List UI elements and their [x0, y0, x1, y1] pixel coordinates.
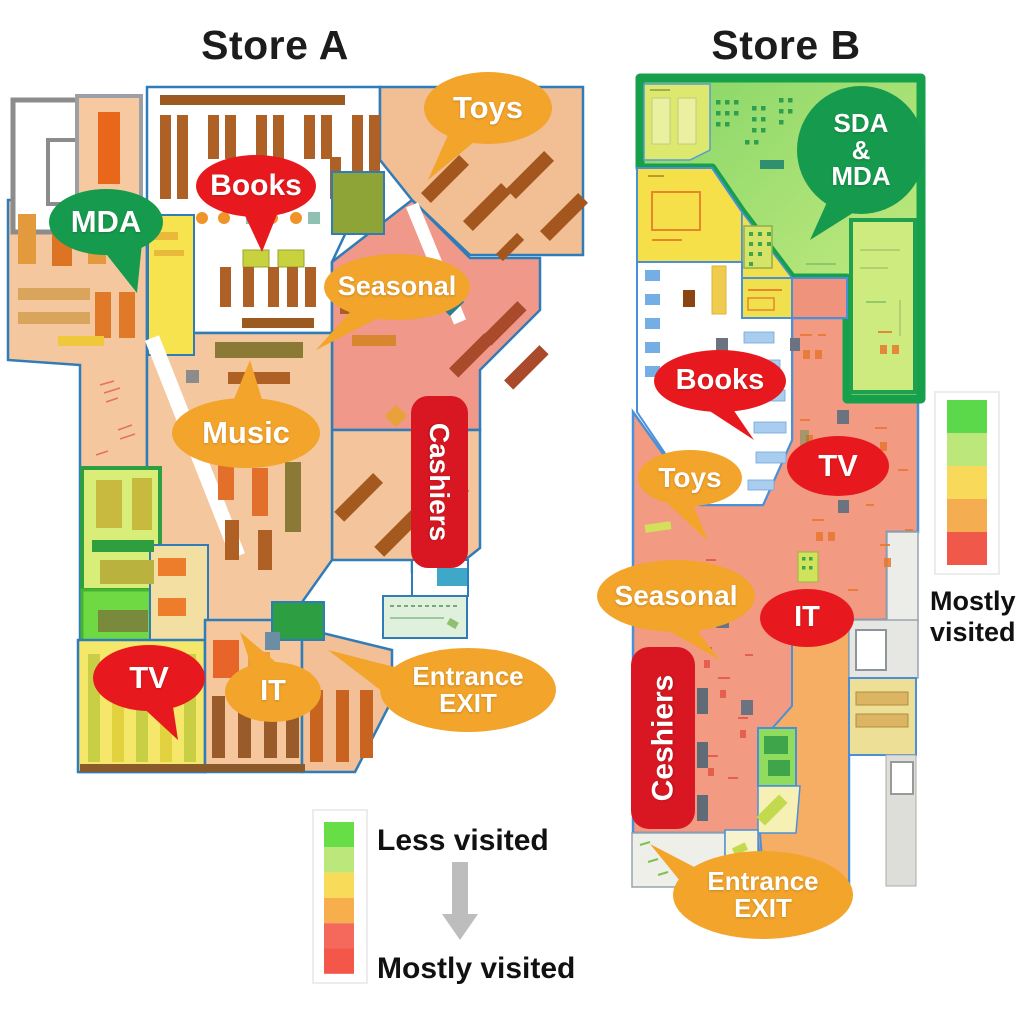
store-b-cashiers-label: Ceshiers [646, 674, 679, 802]
store-b-tv-bubble: TV [787, 436, 889, 496]
store-a-mda-bubble: MDA [49, 189, 163, 255]
store-a-entrance-block [271, 601, 325, 641]
store-a-music-bubble: Music [172, 398, 320, 468]
store-b-it-label: IT [794, 601, 820, 634]
legend-a-swatch-1 [324, 822, 354, 848]
store-b-lightgreen-marks [860, 249, 901, 336]
store-a-music-shelves [186, 342, 303, 570]
store-b-title: Store B [711, 22, 861, 68]
store-a-it-bubble: IT [225, 662, 321, 722]
store-b-tv-label: TV [818, 448, 858, 484]
store-a-tv-label: TV [129, 660, 169, 696]
store-b-seasonal-bubble: Seasonal [597, 560, 755, 632]
store-b-yellow-mid-shelf [743, 225, 773, 269]
store-a-toys-bubble: Toys [424, 72, 552, 144]
store-b-yellow-left-marks [648, 175, 701, 241]
store-b-gray-zones [848, 531, 919, 887]
store-a-books-label: Books [210, 168, 302, 202]
store-b-books-bubble: Books [654, 350, 786, 412]
down-arrow-icon [442, 862, 478, 940]
legend-a-swatch-2 [324, 847, 354, 873]
legend-a-swatch-5 [324, 923, 354, 949]
legend-b-swatch-2 [947, 433, 987, 466]
store-a-seasonal-label: Seasonal [337, 271, 457, 302]
legend-a-swatch-6 [324, 948, 354, 974]
store-b-sda-mda-label: SDA&MDA [831, 108, 891, 192]
store-b-toys-label: Toys [658, 461, 722, 493]
legend-a-swatch-3 [324, 872, 354, 898]
store-a-mda-label: MDA [70, 204, 142, 240]
store-b-zone-lightgreen [849, 218, 917, 394]
store-b-dot-shelves [716, 98, 793, 169]
legend-a [312, 809, 478, 984]
store-a-toys-shelves [420, 150, 589, 262]
store-a-annex-shelf [98, 112, 120, 184]
store-a-it-label: IT [260, 675, 286, 708]
store-b-toys-bubble: Toys [638, 450, 742, 506]
store-a-seasonal-bubble: Seasonal [324, 254, 470, 320]
store-b-it-bubble: IT [760, 589, 854, 647]
legend-b-swatch-5 [947, 532, 987, 565]
store-b-topleft-shelves [650, 89, 697, 145]
store-a-title: Store A [201, 22, 349, 68]
legend-b-swatch-3 [947, 466, 987, 499]
store-b-zone-salmon-block [791, 277, 848, 319]
store-a-books-shelves [160, 95, 385, 328]
legend-a-swatch-4 [324, 897, 354, 924]
store-b-cashiers-pill: Ceshiers [631, 647, 695, 829]
store-a-teal-block [437, 568, 467, 586]
store-a-left-shelves [18, 212, 184, 456]
legend-a-less-label: Less visited [377, 824, 549, 857]
legend-b-swatch-1 [947, 400, 987, 433]
store-a-tv-bubble: TV [93, 645, 205, 711]
store-a-green-shelves [92, 478, 186, 632]
store-a-checkout-area [382, 595, 468, 639]
store-a-bottom-wall [80, 764, 305, 772]
store-a-checkout-marks [390, 605, 459, 629]
legend-b [934, 391, 1000, 575]
legend-b-swatch-4 [947, 499, 987, 532]
store-b-sda-mda-bubble: SDA&MDA [797, 86, 925, 214]
store-a-cashiers-pill: Cashiers [411, 396, 468, 568]
store-a-cashiers-label: Cashiers [424, 422, 456, 542]
store-a-books-bubble: Books [196, 155, 316, 217]
store-b-yellow-lower-marks [747, 289, 782, 311]
store-b-seasonal-label: Seasonal [614, 579, 738, 611]
store-b-books-label: Books [675, 364, 765, 397]
store-a-music-label: Music [202, 415, 290, 451]
legend-a-most-label: Mostly visited [377, 952, 576, 985]
store-a-toys-label: Toys [452, 90, 524, 126]
